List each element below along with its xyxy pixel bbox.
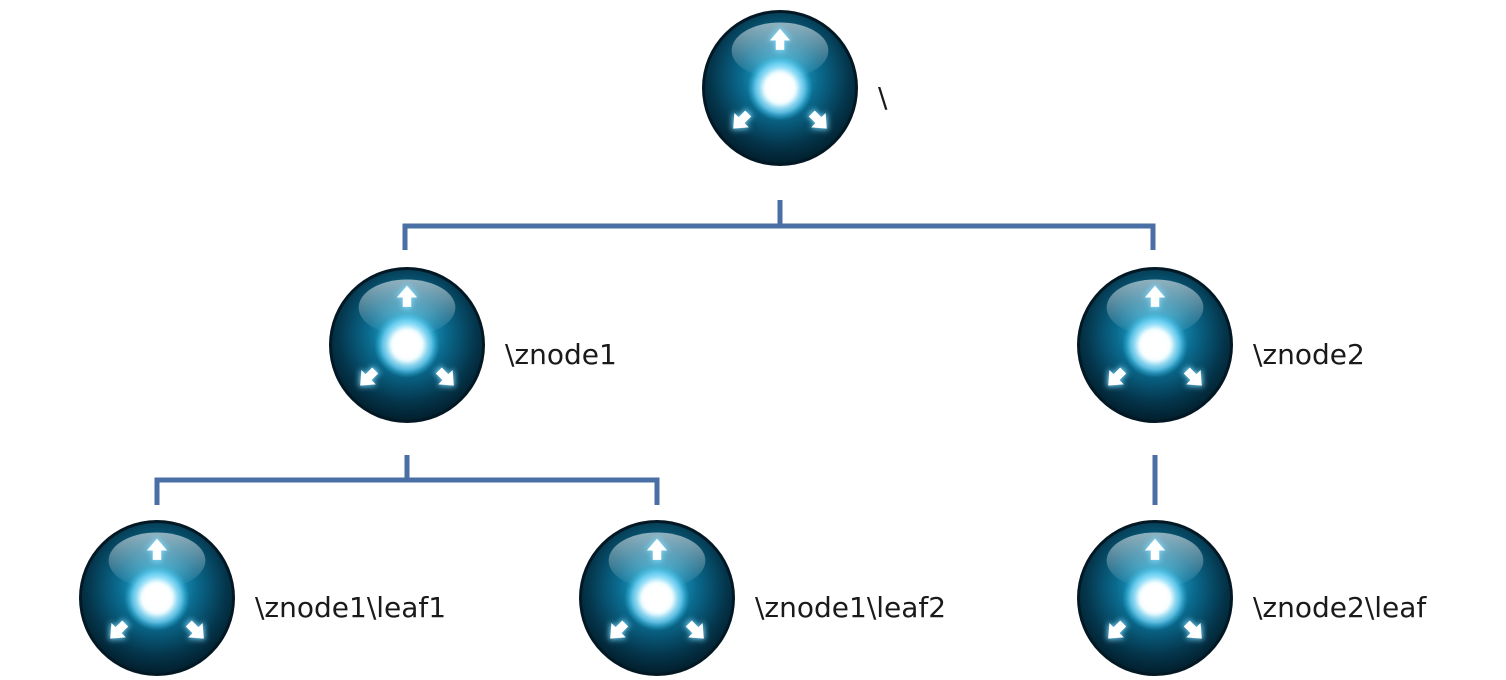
znode-orb-icon xyxy=(579,520,735,676)
tree-node-znode2: \znode2 xyxy=(1077,267,1365,423)
tree-node-leaf1: \znode1\leaf1 xyxy=(79,520,446,676)
connector-znode1-children xyxy=(154,455,660,505)
znode-orb-icon xyxy=(79,520,235,676)
node-label: \znode2 xyxy=(1253,338,1365,371)
tree-node-leaf2: \znode1\leaf2 xyxy=(579,520,946,676)
znode-orb-icon xyxy=(329,267,485,423)
znode-orb-icon xyxy=(702,10,858,166)
node-label: \znode2\leaf xyxy=(1253,591,1427,624)
znode-orb-icon xyxy=(1077,267,1233,423)
node-layer: \ \znode1 \znode2 \znode1\leaf1 \znode1\leaf… xyxy=(79,10,1427,676)
node-label: \znode1 xyxy=(505,338,617,371)
node-label: \ xyxy=(878,81,888,114)
connector-root-children xyxy=(402,200,1156,250)
connector-group xyxy=(154,200,1158,505)
tree-node-leaf3: \znode2\leaf xyxy=(1077,520,1427,676)
tree-node-root: \ xyxy=(702,10,888,166)
node-label: \znode1\leaf2 xyxy=(755,591,946,624)
node-label: \znode1\leaf1 xyxy=(255,591,446,624)
tree-node-znode1: \znode1 xyxy=(329,267,617,423)
znode-orb-icon xyxy=(1077,520,1233,676)
